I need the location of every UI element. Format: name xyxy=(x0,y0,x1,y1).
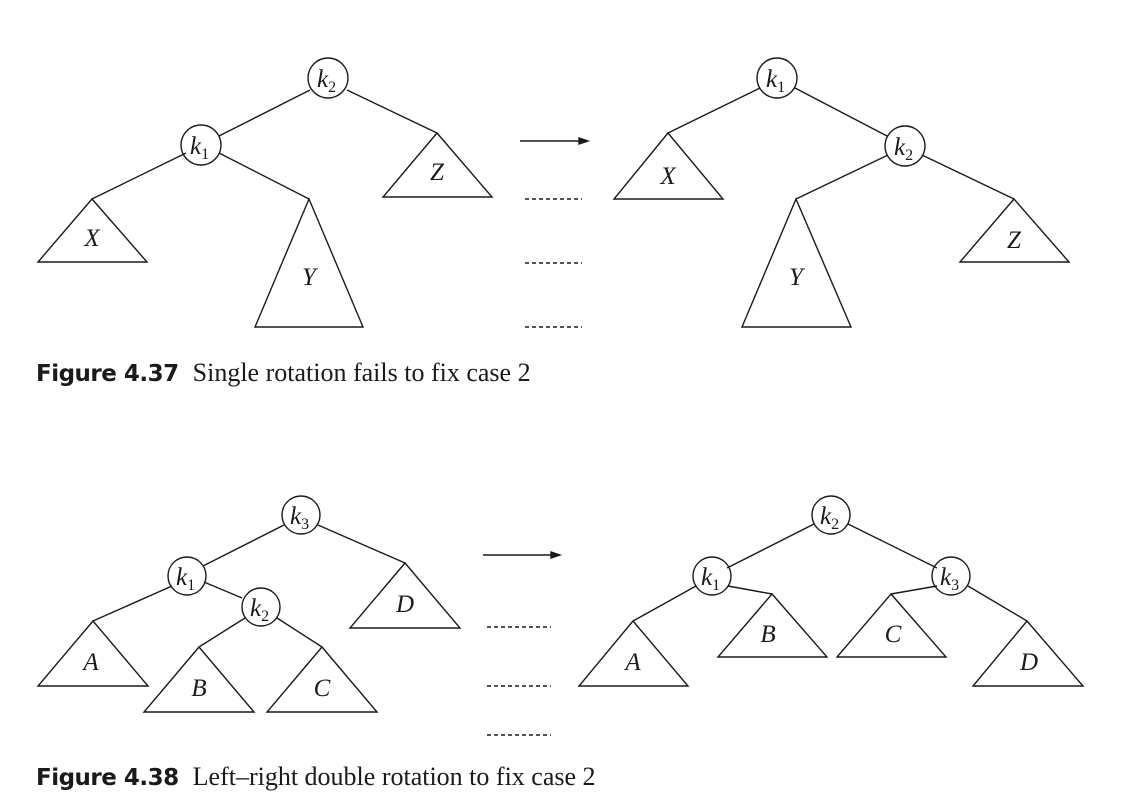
tree-edge xyxy=(92,585,173,622)
subtree-triangle xyxy=(381,131,494,198)
tree-edge xyxy=(632,585,697,622)
subtree-triangle xyxy=(971,619,1085,687)
fig437-arrow xyxy=(520,137,591,145)
tree-edge xyxy=(727,585,773,595)
subtree-label: X xyxy=(659,163,677,190)
node-label: k2 xyxy=(250,595,269,625)
tree-edge xyxy=(794,87,888,137)
figure-number: Figure 4.38 xyxy=(36,765,179,791)
node-label: k2 xyxy=(820,503,839,533)
subtree-triangle xyxy=(142,645,256,713)
node-label: k1 xyxy=(701,564,720,594)
tree-edge xyxy=(218,152,310,200)
tree-edge xyxy=(921,154,1015,200)
tree-edge xyxy=(198,617,246,648)
subtree-label: D xyxy=(395,591,414,618)
fig437-before-tree xyxy=(36,57,494,328)
subtree-label: Y xyxy=(789,264,806,291)
tree-edge xyxy=(847,523,938,569)
tree-edge xyxy=(346,89,438,134)
subtree-triangle xyxy=(740,197,853,328)
figure-number: Figure 4.37 xyxy=(36,361,179,387)
tree-node xyxy=(931,556,971,596)
node-label: k3 xyxy=(290,503,309,533)
arrow-head xyxy=(550,551,563,559)
tree-node xyxy=(307,57,349,99)
arrow-head xyxy=(578,137,591,145)
tree-edge xyxy=(91,152,187,200)
tree-node xyxy=(811,495,851,535)
tree-node xyxy=(167,556,207,596)
fig438-before-tree xyxy=(36,495,462,713)
node-label: k3 xyxy=(940,564,959,594)
subtree-label: B xyxy=(191,675,206,702)
fig437-after-tree xyxy=(612,57,1071,328)
subtree-triangle xyxy=(612,131,725,200)
tree-node xyxy=(756,57,798,99)
subtree-label: Y xyxy=(302,264,319,291)
subtree-triangle xyxy=(348,561,462,629)
subtree-label: Z xyxy=(430,159,445,186)
tree-edge xyxy=(203,581,243,599)
node-label: k1 xyxy=(176,564,195,594)
fig438-arrow xyxy=(483,551,563,559)
subtree-label: X xyxy=(83,225,101,252)
subtree-triangle xyxy=(577,619,690,687)
tree-edge xyxy=(726,523,815,569)
tree-node xyxy=(884,125,926,167)
tree-edge xyxy=(967,585,1028,622)
tree-node xyxy=(692,556,732,596)
subtree-label: C xyxy=(314,675,331,702)
node-label: k1 xyxy=(190,133,209,163)
figure-caption: Figure 4.38 Left–right double rotation to… xyxy=(36,762,596,792)
tree-edge xyxy=(202,524,285,567)
subtree-label: C xyxy=(885,621,902,648)
node-label: k1 xyxy=(766,66,785,96)
subtree-triangle xyxy=(835,592,948,658)
tree-edge xyxy=(890,585,938,595)
subtree-triangle xyxy=(958,197,1071,263)
subtree-triangle xyxy=(716,592,829,658)
tree-edge xyxy=(667,87,761,134)
tree-edge xyxy=(317,524,406,564)
subtree-label: D xyxy=(1019,649,1038,676)
subtree-triangle xyxy=(253,197,365,328)
fig438-height-marks xyxy=(487,626,551,736)
subtree-label: A xyxy=(623,649,641,676)
subtree-triangle xyxy=(36,197,149,263)
fig438-after-tree xyxy=(577,495,1085,687)
tree-node xyxy=(281,495,321,535)
subtree-label: B xyxy=(760,621,775,648)
figure-caption: Figure 4.37 Single rotation fails to fix … xyxy=(36,358,531,388)
figure-caption-text: Left–right double rotation to fix case 2 xyxy=(192,762,596,791)
subtree-triangle xyxy=(265,645,379,713)
subtree-triangle xyxy=(36,619,150,687)
tree-edge xyxy=(218,89,311,137)
fig437-height-marks xyxy=(525,198,582,328)
tree-node xyxy=(241,587,281,627)
tree-edge xyxy=(795,154,889,200)
subtree-label: Z xyxy=(1007,227,1022,254)
tree-node xyxy=(180,124,222,166)
subtree-label: A xyxy=(81,649,99,676)
tree-edge xyxy=(276,617,323,648)
figure-caption-text: Single rotation fails to fix case 2 xyxy=(192,358,531,387)
node-label: k2 xyxy=(317,66,336,96)
node-label: k2 xyxy=(894,134,913,164)
